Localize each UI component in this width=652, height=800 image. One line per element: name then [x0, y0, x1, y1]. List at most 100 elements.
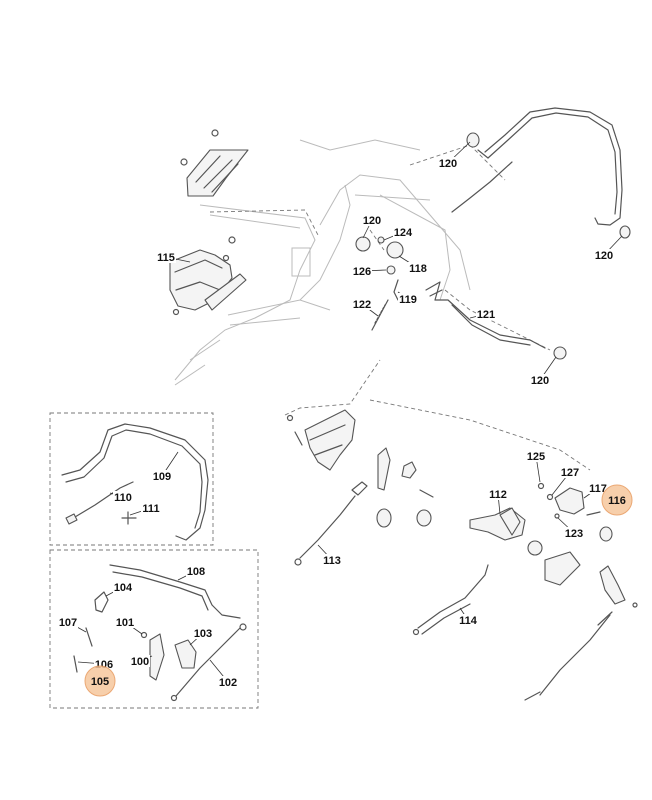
inset-box-bottom — [49, 549, 259, 709]
label-background — [362, 214, 382, 226]
callout-111: 111 — [129, 502, 161, 516]
callout-104: 104 — [105, 581, 133, 597]
callout-103: 103 — [189, 627, 213, 646]
highlight-circle — [601, 484, 633, 516]
callout-120: 120 — [530, 356, 557, 387]
part-number-label: 114 — [459, 615, 478, 627]
label-background — [594, 249, 614, 261]
callout-114: 114 — [458, 607, 478, 627]
cable-121 — [425, 281, 567, 360]
dashed-guides — [209, 144, 591, 471]
part-number-label: 100 — [131, 656, 149, 668]
cable-114 — [412, 564, 613, 701]
part-number-label: 120 — [531, 375, 549, 387]
label-background — [156, 251, 176, 263]
part-number-label: 110 — [114, 492, 132, 504]
label-background — [113, 491, 133, 503]
part-number-label: 104 — [114, 582, 133, 594]
lever-assembly — [286, 409, 638, 608]
part-number-label: 127 — [561, 467, 579, 479]
callout-113: 113 — [317, 544, 342, 567]
part-number-label: 120 — [439, 158, 457, 170]
callout-117: 117 — [583, 482, 608, 499]
part-number-label: 107 — [59, 617, 77, 629]
label-background — [152, 470, 172, 482]
callout-101: 101 — [115, 616, 143, 635]
part-number-label: 116 — [608, 495, 626, 507]
callout-121: 121 — [469, 308, 496, 321]
label-background — [526, 450, 546, 462]
label-background — [193, 627, 213, 639]
label-background — [398, 293, 418, 305]
label-background — [530, 374, 550, 386]
label-background — [352, 298, 372, 310]
callout-108: 108 — [177, 565, 206, 581]
cable-113 — [294, 481, 368, 566]
part-number-label: 115 — [157, 252, 175, 264]
label-background — [218, 676, 238, 688]
label-background — [352, 265, 372, 277]
part-number-label: 118 — [409, 263, 427, 275]
callout-124: 124 — [383, 226, 413, 241]
callout-107: 107 — [58, 616, 87, 633]
label-background — [458, 614, 478, 626]
part-number-label: 123 — [565, 528, 583, 540]
callout-122: 122 — [352, 298, 379, 317]
part-number-label: 111 — [142, 503, 159, 515]
callout-115: 115 — [156, 251, 191, 264]
callout-127: 127 — [551, 466, 580, 496]
label-background — [560, 466, 580, 478]
callout-123: 123 — [557, 517, 584, 540]
label-background — [115, 616, 135, 628]
callout-112: 112 — [488, 488, 508, 515]
part-number-label: 105 — [91, 676, 109, 688]
label-background — [488, 488, 508, 500]
label-background — [141, 502, 161, 514]
part-number-label: 112 — [489, 489, 507, 501]
part-number-label: 102 — [219, 677, 237, 689]
label-background — [58, 616, 78, 628]
label-background — [588, 482, 608, 494]
callout-119: 119 — [397, 291, 418, 306]
part-number-label: 120 — [595, 250, 613, 262]
callout-105: 105 — [84, 665, 116, 697]
callout-116: 116 — [601, 484, 633, 516]
callout-120: 120 — [594, 235, 623, 262]
callout-120: 120 — [362, 214, 382, 239]
handle-frame — [174, 139, 471, 386]
label-background — [322, 554, 342, 566]
label-background — [564, 527, 584, 539]
part-number-label: 125 — [527, 451, 545, 463]
part-number-label: 108 — [187, 566, 205, 578]
part-number-label: 124 — [394, 227, 413, 239]
label-background — [130, 655, 150, 667]
label-background — [186, 565, 206, 577]
label-background — [393, 226, 413, 238]
callout-126: 126 — [352, 265, 387, 278]
part-number-label: 109 — [153, 471, 171, 483]
label-background — [408, 262, 428, 274]
bracket-115 — [169, 236, 247, 316]
bracket-plate — [180, 129, 249, 197]
part-number-label: 122 — [353, 299, 371, 311]
callout-125: 125 — [526, 450, 546, 483]
part-number-label: 119 — [399, 294, 417, 306]
part-number-label: 113 — [323, 555, 341, 567]
label-background — [476, 308, 496, 320]
callout-118: 118 — [398, 255, 428, 275]
part-number-label: 120 — [363, 215, 381, 227]
part-number-label: 101 — [116, 617, 134, 629]
part-number-label: 126 — [353, 266, 371, 278]
callout-layer: 120 120 120 120 115 124 118 126 119 122 121 125 127 1… — [58, 141, 633, 697]
part-number-label: 103 — [194, 628, 212, 640]
part-number-label: 117 — [589, 483, 607, 495]
label-background — [438, 157, 458, 169]
inset-box-top — [49, 412, 214, 546]
callout-109: 109 — [152, 451, 179, 483]
callout-100: 100 — [130, 655, 153, 668]
cable-120-upper — [451, 107, 631, 239]
center-parts — [355, 236, 404, 331]
callout-120: 120 — [438, 141, 471, 170]
callout-110: 110 — [109, 491, 133, 504]
